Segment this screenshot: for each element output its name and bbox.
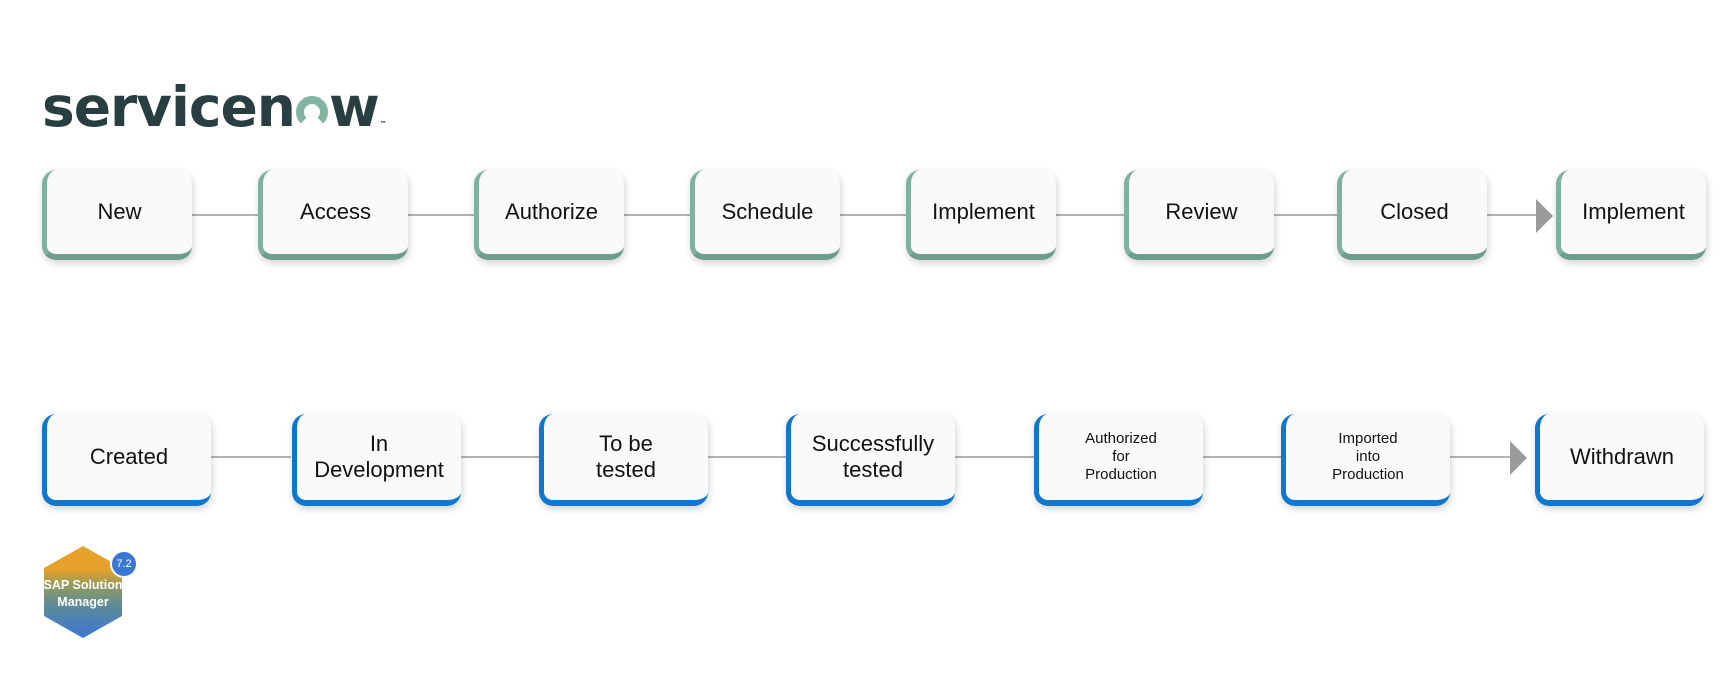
connector <box>954 456 1036 458</box>
stage-implement: Implement <box>906 170 1056 260</box>
connector <box>1485 214 1540 216</box>
stage-review: Review <box>1124 170 1274 260</box>
stage-implement-final: Implement <box>1556 170 1706 260</box>
connector <box>191 214 261 216</box>
connector <box>209 456 291 458</box>
stage-schedule: Schedule <box>690 170 840 260</box>
arrowhead <box>1536 199 1553 233</box>
logo-o-ring <box>295 96 328 128</box>
connector <box>406 214 476 216</box>
connector <box>1054 214 1126 216</box>
connector <box>1272 214 1340 216</box>
connector <box>838 214 908 216</box>
stage-authorize: Authorize <box>474 170 624 260</box>
stage-closed: Closed <box>1337 170 1487 260</box>
stage-in-development: In Development <box>292 414 461 506</box>
stage-new: New <box>42 170 192 260</box>
stage-access: Access <box>258 170 408 260</box>
stage-created: Created <box>42 414 211 506</box>
arrowhead <box>1510 441 1527 475</box>
stage-imported-into-production: Imported into Production <box>1281 414 1450 506</box>
stage-successfully-tested: Successfully tested <box>786 414 955 506</box>
connector <box>1450 456 1514 458</box>
sap-solution-manager-logo: SAP Solution Manager 7.2 <box>42 544 138 644</box>
connector <box>622 214 692 216</box>
sap-label: SAP Solution Manager <box>43 578 123 609</box>
connector <box>706 456 788 458</box>
stage-withdrawn: Withdrawn <box>1535 414 1704 506</box>
stage-authorized-for-production: Authorized for Production <box>1034 414 1203 506</box>
connector <box>459 456 541 458</box>
connector <box>1203 456 1283 458</box>
hexagon-icon <box>44 546 122 638</box>
version-badge: 7.2 <box>110 550 138 578</box>
stage-to-be-tested: To be tested <box>539 414 708 506</box>
